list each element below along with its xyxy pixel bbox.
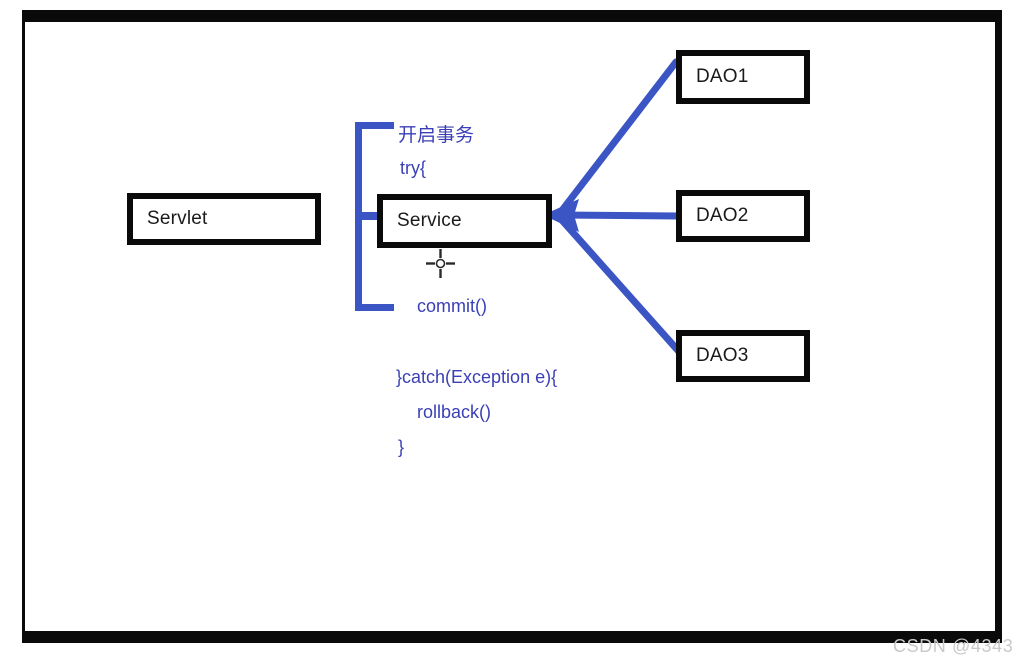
annotation-commit: commit() [417, 296, 487, 316]
annotation-catch-close: } [398, 437, 405, 457]
frame-left-edge [22, 10, 25, 643]
connector-dao3-to-service [556, 214, 686, 359]
annotation-catch-open: }catch(Exception e){ [396, 367, 558, 387]
node-dao3-label: DAO3 [696, 345, 749, 366]
node-dao2-label: DAO2 [696, 205, 749, 226]
transaction-bracket-arm-bottom [355, 304, 394, 311]
connector-dao1-to-service [556, 58, 680, 217]
crosshair-cursor-icon [426, 249, 455, 278]
node-servlet-label: Servlet [147, 208, 208, 229]
node-dao3[interactable]: DAO3 [676, 330, 810, 382]
annotation-rollback: rollback() [417, 402, 492, 422]
node-dao1-label: DAO1 [696, 66, 749, 87]
node-service[interactable]: Service [377, 194, 552, 248]
annotation-try-open: try{ [400, 158, 427, 178]
frame-bottom-edge [22, 631, 1002, 643]
node-dao2[interactable]: DAO2 [676, 190, 810, 242]
transaction-bracket-arm-top [355, 122, 394, 129]
node-dao1[interactable]: DAO1 [676, 50, 810, 104]
watermark-text: CSDN @4343 [893, 636, 1014, 656]
frame-right-edge [995, 10, 1002, 643]
frame-top-edge [22, 10, 1002, 22]
node-servlet[interactable]: Servlet [127, 193, 321, 245]
transaction-bracket-arm-middle [355, 212, 395, 220]
node-service-label: Service [397, 210, 462, 231]
connector-dao2-to-service [556, 211, 682, 220]
annotation-begin-transaction: 开启事务 [398, 125, 475, 146]
